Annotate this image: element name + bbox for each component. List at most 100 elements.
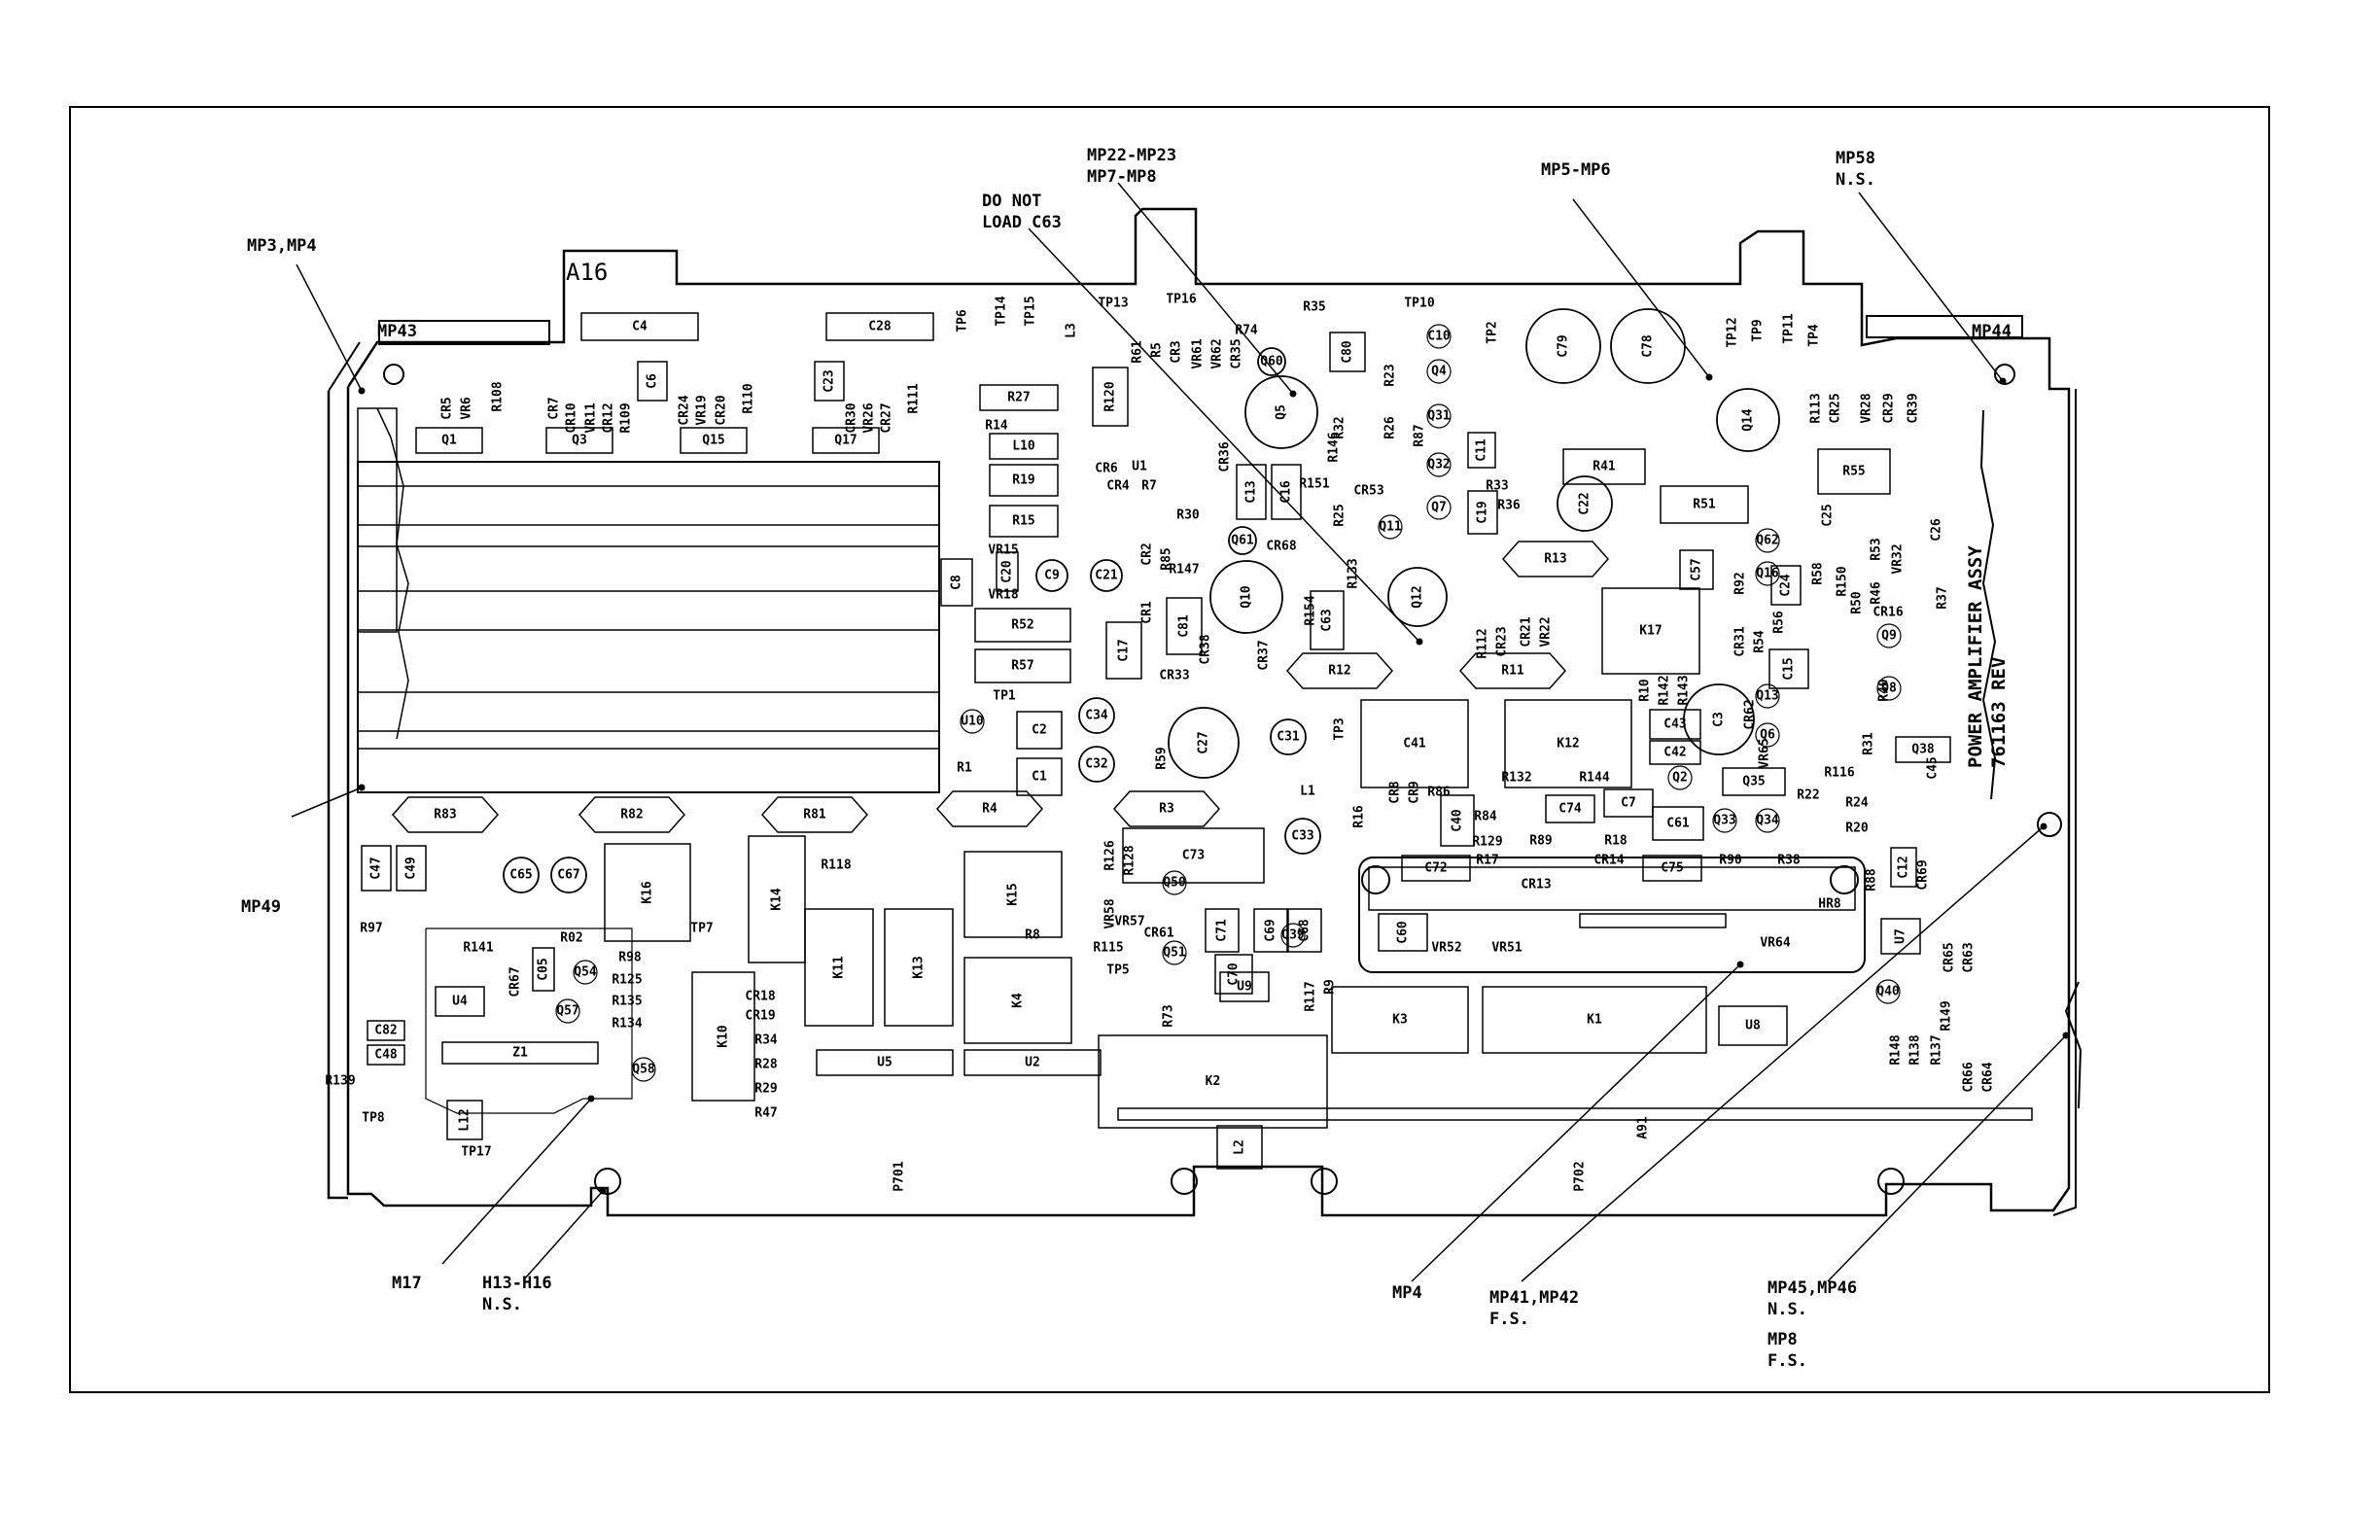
component-label: C6 <box>646 373 660 389</box>
drawing-line <box>1028 228 1420 643</box>
component-label: C73 <box>1182 849 1205 863</box>
component-q8: Q8 <box>1876 676 1902 701</box>
component-body <box>1755 528 1780 553</box>
component-k2: K2 <box>1098 1034 1328 1129</box>
component-c27: C27 <box>1168 707 1240 779</box>
component-label: Q31 <box>1427 409 1451 424</box>
component-body <box>1387 567 1448 627</box>
component-label: R115 <box>1093 941 1123 956</box>
component-label: CR3 <box>1170 340 1184 363</box>
component-body <box>1467 490 1498 535</box>
component-c71: C71 <box>1205 908 1240 953</box>
component-body <box>1755 722 1780 748</box>
component-body <box>555 998 580 1024</box>
component-label: R27 <box>1007 391 1030 405</box>
component-k15: K15 <box>963 851 1063 938</box>
component-label: R89 <box>1529 834 1552 849</box>
board-edge-curve <box>1979 409 1997 800</box>
component-label: R125 <box>612 973 642 988</box>
component-c8: C8 <box>940 558 973 607</box>
component-label: C4 <box>632 320 648 334</box>
component-body <box>1253 908 1288 953</box>
component-c60: C60 <box>1378 913 1428 952</box>
component-label: CR64 <box>1981 1062 1996 1092</box>
component-label: VR64 <box>1760 936 1790 951</box>
component-body <box>1755 808 1780 833</box>
component-label: CR1 <box>1140 601 1155 624</box>
component-label: R54 <box>1753 630 1768 653</box>
component-label: C12 <box>1897 856 1911 878</box>
component-q7: Q7 <box>1426 495 1452 520</box>
component-label: C65 <box>509 868 532 883</box>
component-label: Q13 <box>1756 689 1778 704</box>
component-body <box>1895 736 1951 763</box>
component-label: VR57 <box>1114 915 1144 929</box>
component-label: VR51 <box>1491 941 1522 956</box>
component-label: C79 <box>1557 334 1571 357</box>
component-c48: C48 <box>367 1044 405 1066</box>
component-label: CR68 <box>1266 540 1296 554</box>
component-q13: Q13 <box>1755 683 1780 709</box>
component-r12: R12 <box>1285 652 1394 689</box>
component-body <box>940 558 973 607</box>
component-label: C81 <box>1177 614 1192 638</box>
component-label: C8 <box>950 575 964 590</box>
component-label: TP16 <box>1166 293 1196 307</box>
component-label: Q35 <box>1742 775 1765 789</box>
drawing-line <box>1858 192 2004 382</box>
component-body <box>1426 495 1452 520</box>
component-body <box>1092 367 1129 427</box>
frame-border <box>69 106 2270 1393</box>
board-id-label: A16 <box>566 259 608 286</box>
board-edge-curve <box>2064 981 2082 1109</box>
component-label: U8 <box>1745 1019 1761 1033</box>
component-label: L12 <box>458 1108 472 1131</box>
component-label: R51 <box>1693 498 1716 512</box>
component-label: L2 <box>1233 1139 1247 1155</box>
component-body <box>989 464 1059 497</box>
component-label: R02 <box>560 931 582 946</box>
component-label: TP14 <box>995 296 1009 326</box>
component-label: Q12 <box>1411 585 1425 608</box>
component-label: Q50 <box>1163 876 1186 891</box>
callout-text: N.S. <box>1768 1300 1807 1319</box>
component-k16: K16 <box>604 843 691 942</box>
component-label: R8 <box>1025 928 1040 943</box>
component-label: C49 <box>404 857 419 879</box>
component-label: R24 <box>1845 796 1869 811</box>
component-body <box>1426 403 1452 429</box>
mounting-hole <box>594 1168 621 1195</box>
component-label: Q33 <box>1713 814 1735 828</box>
component-c63: C63 <box>1310 590 1345 650</box>
component-c78: C78 <box>1610 308 1686 384</box>
component-body <box>1722 767 1786 796</box>
component-body <box>1642 855 1702 882</box>
component-label: C13 <box>1244 480 1259 503</box>
component-label: R38 <box>1777 854 1801 868</box>
component-label: R143 <box>1677 675 1692 705</box>
component-c41: C41 <box>1360 699 1469 788</box>
component-c22: C22 <box>1557 475 1613 532</box>
component-q51: Q51 <box>1162 940 1187 965</box>
component-label: R57 <box>1011 659 1033 674</box>
component-c69: C69 <box>1253 908 1288 953</box>
leader-tip <box>599 1187 607 1195</box>
component-u10: U10 <box>960 709 985 734</box>
component-r83: R83 <box>391 796 500 833</box>
leader-tip <box>358 387 366 395</box>
component-label: R9 <box>1323 979 1338 995</box>
component-label: C71 <box>1215 919 1230 942</box>
component-label: Q6 <box>1760 728 1775 743</box>
callout-text: MP45,MP46 <box>1768 1278 1857 1298</box>
component-k3: K3 <box>1331 986 1469 1054</box>
component-c4: C4 <box>580 312 699 341</box>
component-c11: C11 <box>1467 432 1496 469</box>
component-label: CR13 <box>1521 878 1551 892</box>
component-c20: C20 <box>996 551 1019 592</box>
component-r3: R3 <box>1112 790 1221 827</box>
component-body <box>1166 597 1203 655</box>
component-body <box>1890 847 1917 888</box>
component-q12: Q12 <box>1387 567 1448 627</box>
component-label: CR10 <box>565 402 579 433</box>
component-body <box>996 551 1019 592</box>
